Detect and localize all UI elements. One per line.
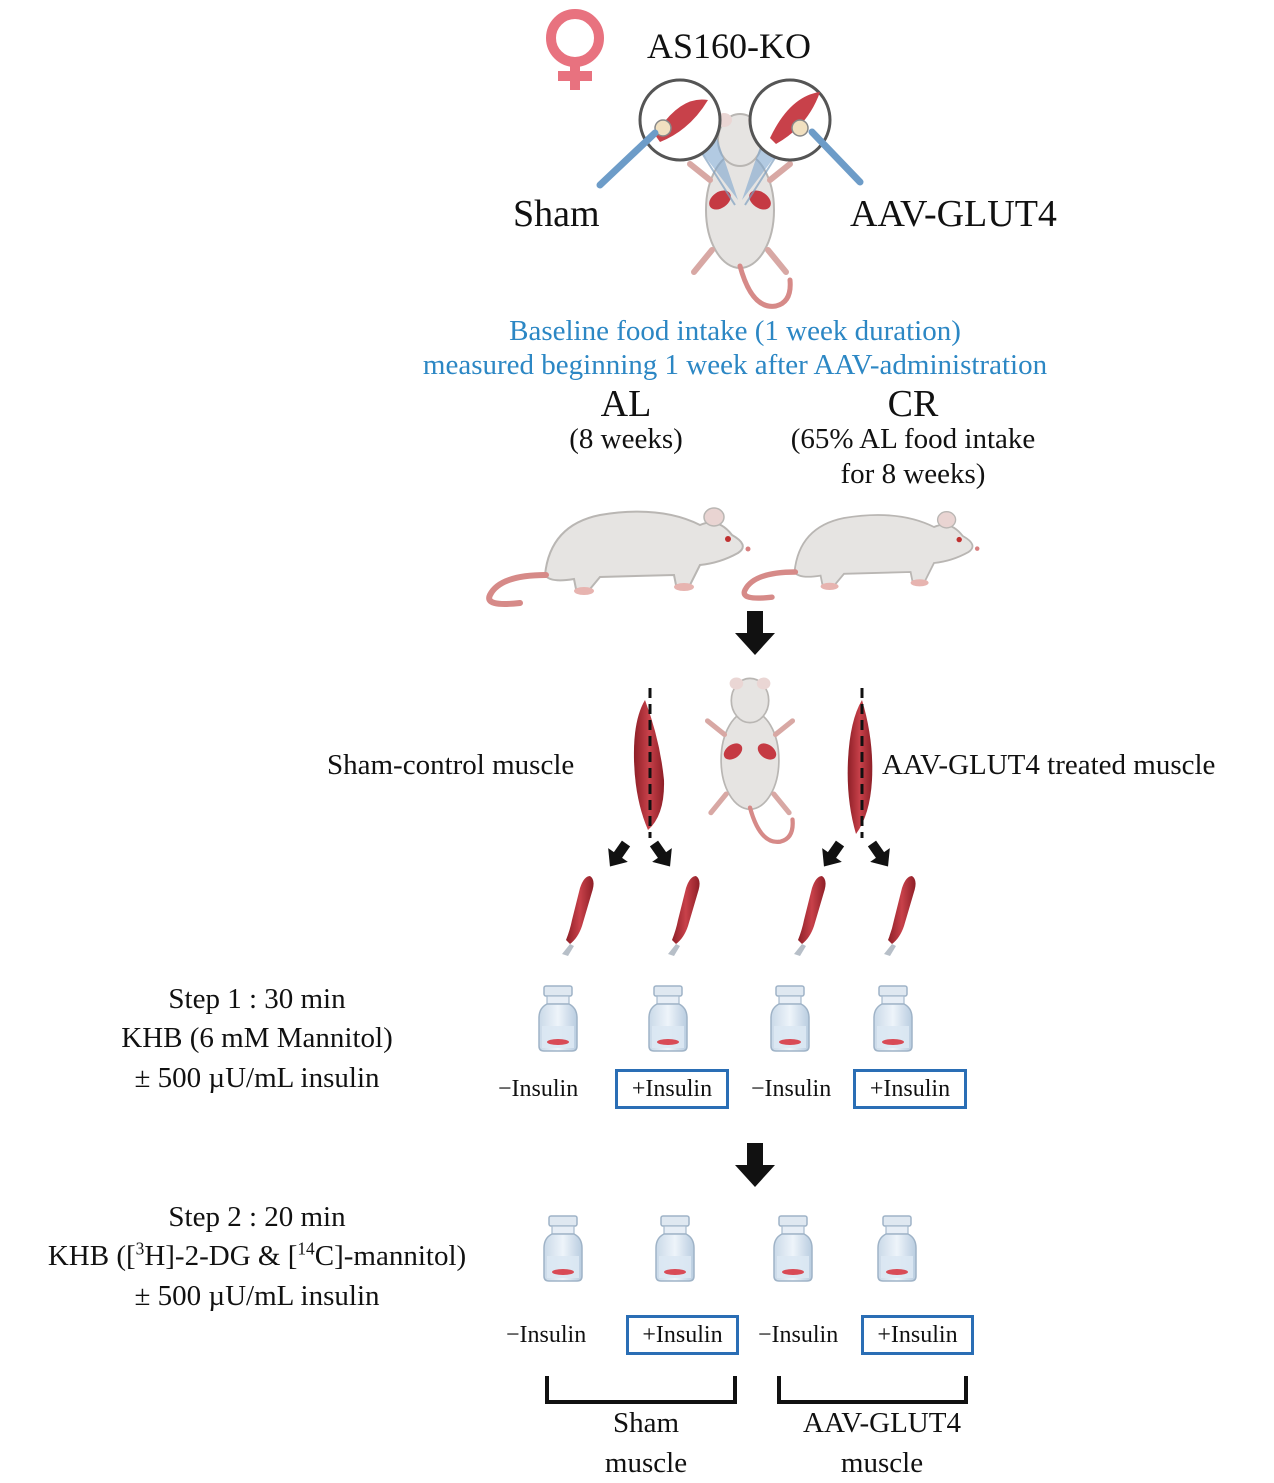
step1-minus-insulin-aav: −Insulin bbox=[751, 1076, 832, 1102]
sham-magnifier-icon bbox=[596, 78, 722, 189]
step1-plus-insulin-sham: +Insulin bbox=[615, 1069, 729, 1109]
al-title: AL bbox=[600, 383, 652, 425]
step1-buffer: KHB (6 mM Mannitol) bbox=[121, 1022, 393, 1054]
model-label: AS160-KO bbox=[647, 26, 812, 66]
condition-label: +Insulin bbox=[631, 1075, 713, 1102]
sham-group-bracket bbox=[545, 1376, 737, 1404]
step1-vials-illustration bbox=[538, 985, 913, 1052]
step1-duration: Step 1 : 30 min bbox=[168, 983, 346, 1015]
sham-control-muscle-label: Sham-control muscle bbox=[327, 749, 575, 781]
step1-minus-insulin-sham: −Insulin bbox=[498, 1076, 579, 1102]
sham-group-label-line1: Sham bbox=[612, 1407, 680, 1439]
al-detail: (8 weeks) bbox=[569, 423, 683, 455]
cr-detail-line2: for 8 weeks) bbox=[840, 458, 986, 490]
step2-buffer: KHB ([3H]-2-DG & [14C]-mannitol) bbox=[47, 1240, 467, 1272]
step2-plus-insulin-sham: +Insulin bbox=[626, 1315, 739, 1355]
aav-group-bracket bbox=[777, 1376, 968, 1404]
baseline-line1: Baseline food intake (1 week duration) bbox=[509, 315, 961, 347]
down-arrow-icon bbox=[735, 1143, 775, 1187]
sham-group-label-line2: muscle bbox=[604, 1447, 688, 1479]
cr-rat-illustration bbox=[744, 512, 979, 598]
step2-vials-illustration bbox=[543, 1215, 917, 1282]
condition-label: +Insulin bbox=[877, 1321, 958, 1348]
aav-treated-muscle-illustration bbox=[847, 688, 873, 838]
step1-insulin: ± 500 µU/mL insulin bbox=[134, 1062, 380, 1094]
step2-buffer-pre: KHB ([ bbox=[47, 1240, 136, 1272]
step2-minus-insulin-aav: −Insulin bbox=[758, 1322, 839, 1348]
sham-injection-label: Sham bbox=[513, 193, 600, 235]
step2-plus-insulin-aav: +Insulin bbox=[861, 1315, 974, 1355]
step2-duration: Step 2 : 20 min bbox=[168, 1201, 346, 1233]
tritium-superscript: 3 bbox=[135, 1238, 145, 1259]
step2-insulin: ± 500 µU/mL insulin bbox=[134, 1280, 380, 1312]
aav-group-label-line1: AAV-GLUT4 bbox=[803, 1407, 961, 1439]
aav-magnifier-icon bbox=[748, 78, 864, 186]
split-arrows-icon bbox=[600, 836, 898, 874]
female-symbol-icon bbox=[546, 9, 604, 90]
al-rat-illustration bbox=[489, 508, 750, 604]
step2-buffer-post: C]-mannitol) bbox=[314, 1240, 467, 1272]
carbon14-superscript: 14 bbox=[297, 1238, 315, 1259]
aav-treated-muscle-label: AAV-GLUT4 treated muscle bbox=[882, 749, 1216, 781]
step1-plus-insulin-aav: +Insulin bbox=[853, 1069, 967, 1109]
aav-group-label-line2: muscle bbox=[840, 1447, 924, 1479]
cr-detail-line1: (65% AL food intake bbox=[790, 423, 1036, 455]
down-arrow-icon bbox=[735, 611, 775, 655]
step2-buffer-mid: H]-2-DG & [ bbox=[144, 1240, 298, 1272]
cr-title: CR bbox=[887, 383, 939, 425]
step2-minus-insulin-sham: −Insulin bbox=[506, 1322, 587, 1348]
sham-control-muscle-illustration bbox=[633, 688, 665, 838]
condition-label: +Insulin bbox=[642, 1321, 723, 1348]
aav-injection-label: AAV-GLUT4 bbox=[850, 193, 1057, 235]
muscle-strips-illustration bbox=[562, 876, 916, 956]
dissection-rat-illustration bbox=[708, 678, 793, 842]
baseline-line2: measured beginning 1 week after AAV-admi… bbox=[422, 349, 1048, 381]
condition-label: +Insulin bbox=[869, 1075, 951, 1102]
